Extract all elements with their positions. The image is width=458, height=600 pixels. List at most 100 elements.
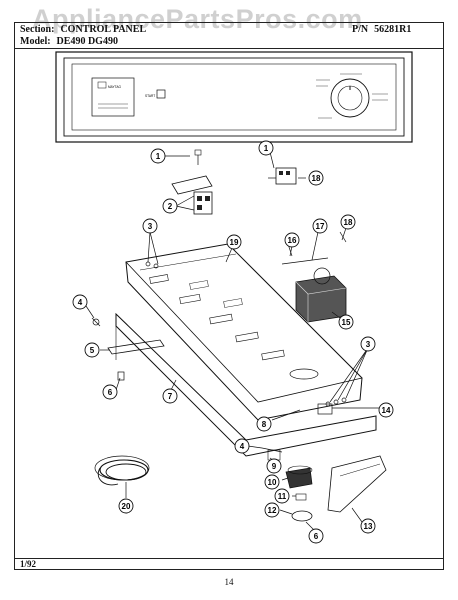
callout-circle <box>308 528 324 544</box>
callout-label: 12 <box>268 506 277 515</box>
callout-6: 6 <box>308 528 324 544</box>
callout-6: 6 <box>102 384 118 400</box>
callout-label: 14 <box>382 406 391 415</box>
section-label: Section: <box>20 24 55 35</box>
callout-circle <box>360 518 376 534</box>
pn-label: P/N <box>352 24 369 35</box>
callout-circle <box>338 314 354 330</box>
revision-date: 1/92 <box>20 559 37 569</box>
callout-1: 1 <box>150 148 166 164</box>
callout-11: 11 <box>274 488 290 504</box>
diagram-sheet <box>14 22 444 570</box>
terminal-block <box>268 167 297 185</box>
maytag-badge <box>91 77 135 117</box>
callout-10: 10 <box>264 474 280 490</box>
callout-circle <box>312 218 328 234</box>
timer-motor <box>281 257 347 323</box>
section-header: Section:CONTROL PANEL <box>20 24 146 35</box>
callout-label: 8 <box>262 420 267 429</box>
callout-circle <box>162 388 178 404</box>
callout-label: 15 <box>342 318 351 327</box>
callout-7: 7 <box>162 388 178 404</box>
callout-circle <box>378 402 394 418</box>
callout-16: 16 <box>284 232 300 248</box>
callout-circle <box>150 148 166 164</box>
callout-5: 5 <box>84 342 100 358</box>
callout-label: 18 <box>344 218 353 227</box>
callout-label: 16 <box>288 236 297 245</box>
callout-label: 4 <box>240 442 245 451</box>
callout-circle <box>118 498 134 514</box>
callout-1: 1 <box>258 140 274 156</box>
watermark: AppliancePartsPros.com <box>32 4 363 34</box>
callout-8: 8 <box>256 416 272 432</box>
model-label: Model: <box>20 36 51 47</box>
callout-circle <box>84 342 100 358</box>
callout-circle <box>264 502 280 518</box>
trim-strip <box>327 455 387 513</box>
callout-circle <box>102 384 118 400</box>
callout-label: 18 <box>312 174 321 183</box>
callout-label: 7 <box>168 392 173 401</box>
callout-4: 4 <box>234 438 250 454</box>
control-knob <box>285 465 313 522</box>
callout-circle <box>264 474 280 490</box>
callout-circle <box>360 336 376 352</box>
callout-circle <box>274 488 290 504</box>
callout-label: 4 <box>78 298 83 307</box>
callout-circle <box>284 232 300 248</box>
footer-rule <box>14 558 444 559</box>
start-button <box>156 89 166 99</box>
callout-circle <box>142 218 158 234</box>
callout-label: 9 <box>272 462 277 471</box>
callout-label: 13 <box>364 522 373 531</box>
callout-19: 19 <box>226 234 242 250</box>
callout-14: 14 <box>378 402 394 418</box>
callout-label: 11 <box>278 492 287 501</box>
small-hardware <box>91 231 347 461</box>
callout-circle <box>226 234 242 250</box>
callout-2: 2 <box>162 198 178 214</box>
control-panel-console: MAYTAG START <box>55 51 413 143</box>
callout-circle <box>234 438 250 454</box>
callout-label: 19 <box>230 238 239 247</box>
pn-value: 56281R1 <box>374 24 412 35</box>
callout-label: 2 <box>168 202 173 211</box>
callout-circle <box>162 198 178 214</box>
callout-label: 1 <box>156 152 161 161</box>
callout-label: 17 <box>316 222 325 231</box>
panel-brand: MAYTAG <box>108 85 122 89</box>
callout-13: 13 <box>360 518 376 534</box>
wire-harness <box>94 455 150 486</box>
callout-circle <box>340 214 356 230</box>
header-divider <box>14 48 444 49</box>
end-bracket <box>107 339 165 355</box>
callout-label: 6 <box>108 388 113 397</box>
callout-label: 3 <box>148 222 153 231</box>
page-number: 14 <box>224 577 234 587</box>
callout-9: 9 <box>266 458 282 474</box>
callout-17: 17 <box>312 218 328 234</box>
callout-label: 3 <box>366 340 371 349</box>
callout-3: 3 <box>360 336 376 352</box>
switch-assembly <box>171 149 213 215</box>
callout-12: 12 <box>264 502 280 518</box>
callout-circle <box>258 140 274 156</box>
model-header: Model: DE490 DG490 <box>20 36 118 47</box>
callout-label: 6 <box>314 532 319 541</box>
callout-15: 15 <box>338 314 354 330</box>
rear-panel <box>115 312 377 457</box>
callout-label: 5 <box>90 346 95 355</box>
callout-label: 20 <box>122 502 131 511</box>
callout-label: 1 <box>264 144 269 153</box>
callout-label: 10 <box>268 478 277 487</box>
callout-circle <box>308 170 324 186</box>
callout-circle <box>72 294 88 310</box>
callout-18: 18 <box>308 170 324 186</box>
callout-circle <box>266 458 282 474</box>
callout-leaders <box>85 151 382 533</box>
model-value: DE490 DG490 <box>56 36 118 47</box>
callout-4: 4 <box>72 294 88 310</box>
